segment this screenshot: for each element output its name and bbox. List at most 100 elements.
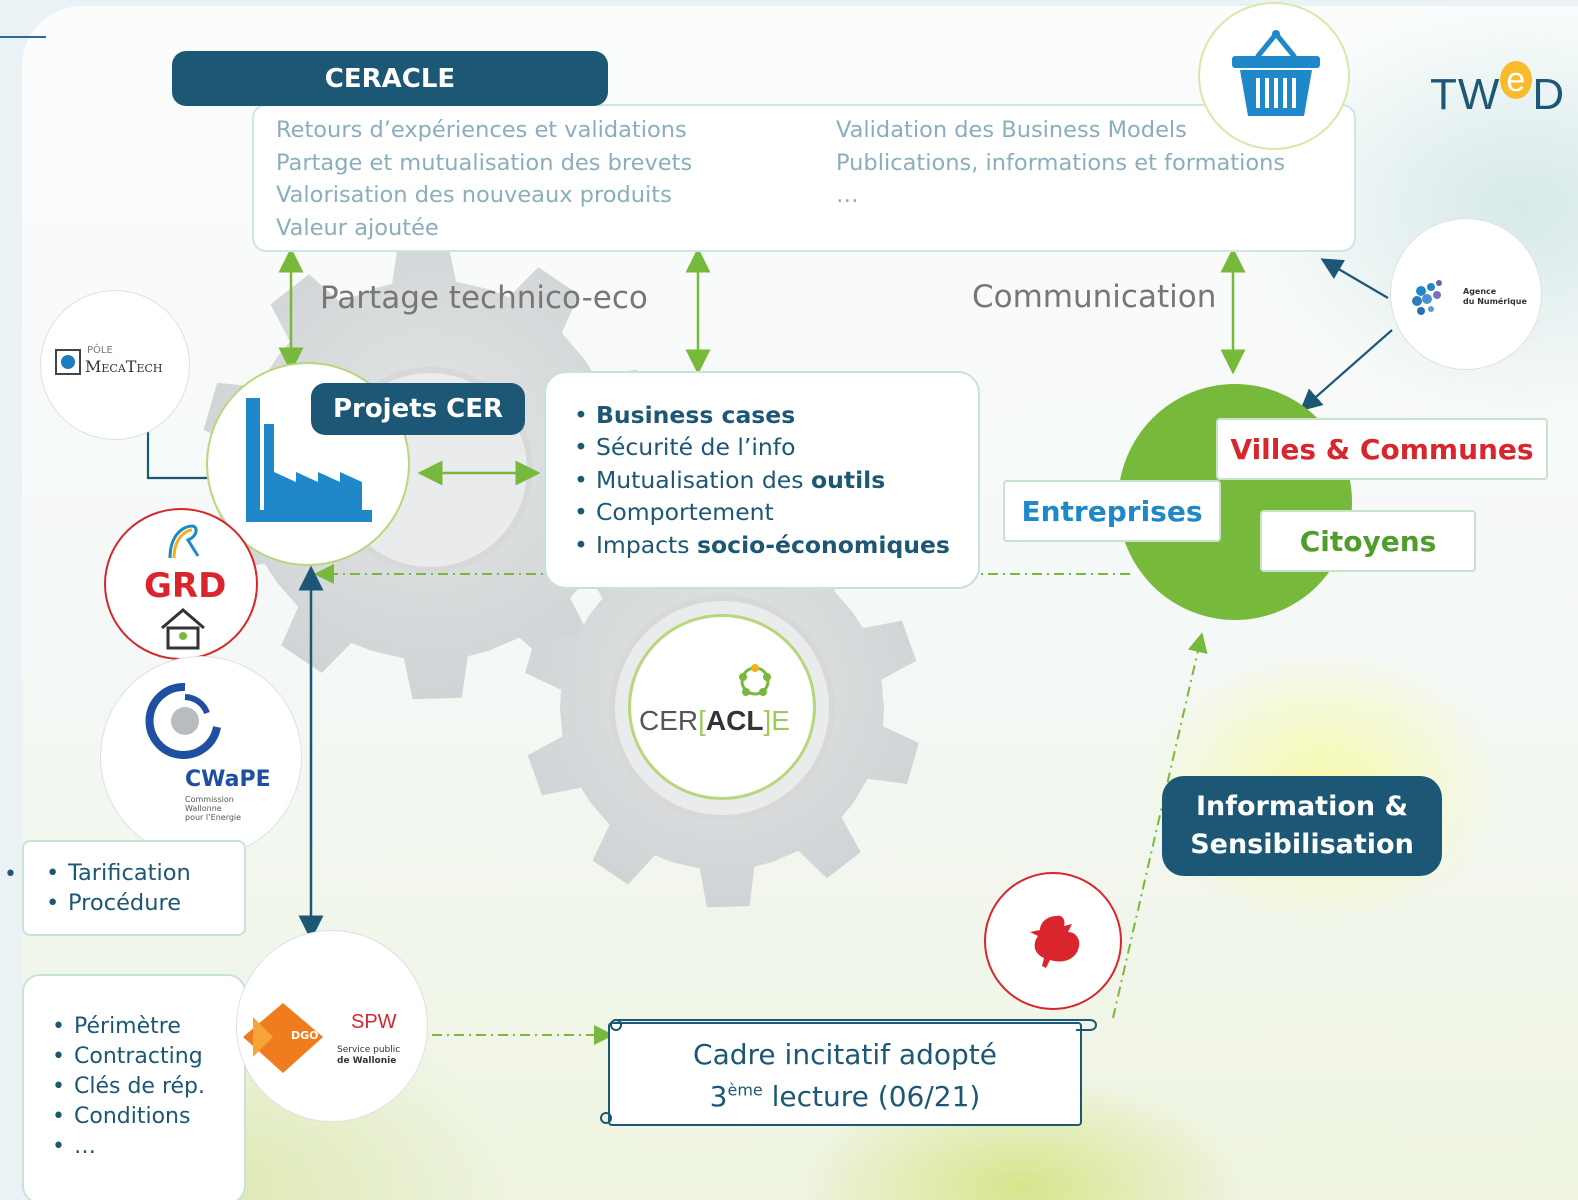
spw-text: SPW (351, 1011, 397, 1033)
dgo4-icon (243, 1003, 323, 1073)
twed-d: D (1532, 70, 1566, 119)
arrow-agence-ceracle (1320, 258, 1389, 299)
dgo4-text: DGO 4 (291, 1029, 330, 1042)
ceracle-right-list: Validation des Business Models Publicati… (836, 114, 1285, 212)
mecatech-name: MecaTech (85, 357, 163, 376)
list-item: Tarification (40, 858, 191, 888)
mecatech-logo: PÔLE MecaTech (40, 290, 190, 440)
business-list-item: Mutualisation des outils (568, 464, 950, 497)
cwape-sub-line: Commission (185, 795, 234, 804)
communication-label: Communication (972, 279, 1217, 315)
tarification-list: TarificationProcédure (40, 858, 191, 918)
cadre-line2: 3ème lecture (06/21) (610, 1080, 1080, 1113)
business-item-bold: outils (810, 465, 886, 494)
business-item-bold: Business cases (596, 401, 796, 429)
corner-line (0, 36, 46, 38)
business-item-text: Mutualisation des (596, 465, 811, 494)
ceracle-item: … (836, 182, 859, 208)
cadre-number: 3 (709, 1080, 728, 1113)
grd-swoosh-icon (168, 524, 200, 559)
cadre-superscript: ème (727, 1080, 763, 1100)
ceracle-box (252, 104, 1356, 252)
cer-acle-left: CER (639, 705, 699, 736)
ceracle-left-list: Retours d’expériences et validations Par… (276, 114, 692, 244)
ceracle-title: CERACLE (172, 51, 608, 106)
spw-subtext: Service public de Wallonie (337, 1045, 400, 1067)
cadre-incitatif-box: Cadre incitatif adopté 3ème lecture (06/… (608, 1022, 1082, 1126)
cer-acle-logo: CER[ACL]E (628, 614, 816, 800)
business-list-item: Comportement (568, 496, 950, 529)
mecatech-icon (55, 349, 81, 375)
business-box: Business casesSécurité de l’infoMutualis… (544, 371, 980, 589)
list-item: Périmètre (46, 1012, 205, 1042)
dashed-arrow-cadre-citizens (1112, 632, 1208, 1019)
list-item: … (46, 1132, 205, 1162)
cwape-swirl-icon (145, 682, 221, 759)
cwape-subtext: Commission Wallonne pour l’Energie (185, 795, 241, 822)
perimetre-list: PérimètreContractingClés de rép.Conditio… (46, 1012, 205, 1162)
basket-logo (1198, 2, 1350, 150)
perimetre-box: PérimètreContractingClés de rép.Conditio… (22, 974, 246, 1200)
cwape-sub-line: pour l’Energie (185, 813, 242, 822)
cadre-line1: Cadre incitatif adopté (693, 1038, 997, 1071)
list-item: Procédure (40, 888, 191, 918)
spw-sub-line: de Wallonie (337, 1056, 397, 1066)
grd-text: GRD (144, 566, 227, 606)
projets-cer-label: Projets CER (311, 383, 525, 435)
citoyens-label: Citoyens (1260, 510, 1476, 572)
factory-icon (246, 398, 372, 522)
ceracle-item: Partage et mutualisation des brevets (276, 149, 693, 176)
tarification-box: TarificationProcédure (22, 840, 246, 936)
twed-tw: TW (1430, 70, 1501, 119)
ceracle-item: Publications, informations et formations (836, 149, 1286, 176)
entreprises-label: Entreprises (1003, 480, 1221, 542)
cwape-sub-line: Wallonne (185, 804, 222, 813)
partage-label: Partage technico-eco (320, 280, 648, 316)
agence-text: Agence du Numérique (1463, 287, 1527, 307)
ceracle-item: Valeur ajoutée (276, 214, 439, 241)
stray-bullet: • (4, 862, 17, 887)
grd-house-icon (161, 608, 205, 650)
cer-acle-ring-icon (739, 664, 771, 696)
business-list-item: Business cases (568, 399, 950, 432)
business-item-text: Impacts (596, 530, 697, 559)
grd-logo: GRD (104, 508, 258, 660)
cwape-text: CWaPE (185, 767, 271, 792)
ceracle-item: Retours d’expériences et validations (276, 117, 687, 143)
mecatech-small: PÔLE (87, 345, 113, 356)
basket-icon (1232, 30, 1320, 116)
arrow-mecatech-projets (146, 430, 233, 489)
wallonie-logo (984, 872, 1122, 1010)
agence-numerique-logo: Agence du Numérique (1390, 218, 1542, 370)
ceracle-item: Valorisation des nouveaux produits (276, 182, 672, 208)
list-item: Conditions (46, 1102, 205, 1132)
business-list: Business casesSécurité de l’infoMutualis… (568, 399, 950, 561)
cwape-logo: CWaPE Commission Wallonne pour l’Energie (100, 656, 302, 858)
info-line2: Sensibilisation (1190, 829, 1414, 860)
business-list-item: Sécurité de l’info (568, 431, 950, 464)
agence-line1: Agence (1463, 287, 1497, 296)
arrow-agence-citizens (1299, 329, 1393, 412)
business-item-bold: socio-économiques (697, 530, 950, 559)
list-item: Contracting (46, 1042, 205, 1072)
villes-communes-label: Villes & Communes (1216, 418, 1548, 480)
information-sensibilisation-label: Information & Sensibilisation (1162, 776, 1442, 876)
business-item-text: Sécurité de l’info (596, 433, 796, 462)
cer-acle-text: CER[ACL]E (639, 705, 790, 736)
business-item-text: Comportement (596, 498, 774, 527)
list-item: Clés de rép. (46, 1072, 205, 1102)
cer-acle-mid: ACL (705, 705, 764, 736)
business-list-item: Impacts socio-économiques (568, 529, 950, 562)
ceracle-item: Validation des Business Models (836, 117, 1187, 143)
cer-acle-right: E (771, 705, 790, 736)
scroll-curls-icon (600, 1019, 1097, 1124)
spw-sub-line: Service public (337, 1045, 401, 1055)
agence-numerique-icon (1412, 280, 1442, 315)
rooster-icon (1030, 915, 1080, 968)
info-line1: Information & (1195, 791, 1409, 822)
cadre-lecture: lecture (06/21) (762, 1080, 981, 1113)
twed-e: e (1500, 61, 1533, 99)
